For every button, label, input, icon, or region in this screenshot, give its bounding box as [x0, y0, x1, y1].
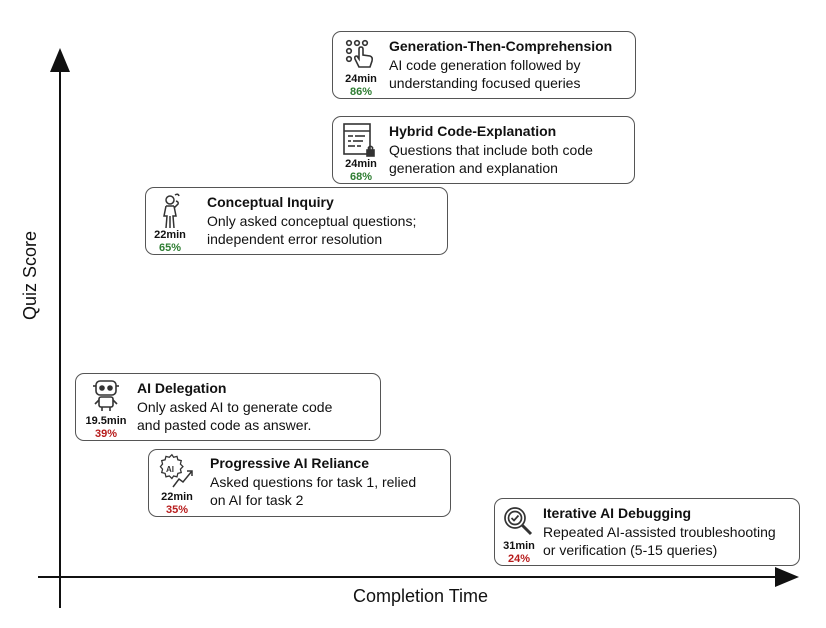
card-conceptual-inquiry: 22min 65% Conceptual Inquiry Only asked … [145, 187, 448, 255]
card-title: Progressive AI Reliance [210, 455, 370, 471]
card-generation-then-comprehension: 24min 86% Generation-Then-Comprehension … [332, 31, 636, 99]
card-title: Conceptual Inquiry [207, 194, 334, 210]
x-axis-label: Completion Time [353, 586, 489, 606]
completion-time: 31min [503, 540, 535, 552]
y-axis-label: Quiz Score [20, 230, 40, 320]
card-iterative-ai-debugging: 31min 24% Iterative AI Debugging Repeate… [494, 498, 800, 566]
robot-icon [93, 380, 119, 411]
card-ai-delegation: 19.5min 39% AI Delegation Only asked AI … [75, 373, 381, 441]
completion-time: 22min [154, 229, 186, 241]
card-description-line-1: Repeated AI-assisted troubleshooting [543, 524, 776, 540]
card-progressive-ai-reliance: AI 22min 35% Progressive AI Reliance Ask… [148, 449, 451, 517]
pointer-hand-grid-icon [345, 39, 374, 68]
completion-time: 24min [345, 158, 377, 170]
completion-time: 19.5min [85, 415, 127, 427]
card-description-line-2: independent error resolution [207, 231, 383, 247]
quiz-score: 86% [349, 86, 373, 98]
card-hybrid-code-explanation: 24min 68% Hybrid Code-Explanation Questi… [332, 116, 635, 184]
card-description-line-1: Asked questions for task 1, relied [210, 474, 417, 490]
card-description-line-2: generation and explanation [389, 160, 558, 176]
thinking-person-icon [163, 193, 180, 229]
quiz-score: 65% [158, 242, 182, 254]
card-description-line-1: Only asked conceptual questions; [207, 213, 417, 229]
card-description-line-1: Questions that include both code [389, 142, 593, 158]
ai-trend-icon: AI [159, 453, 193, 488]
card-title: Hybrid Code-Explanation [389, 123, 557, 139]
card-title: AI Delegation [137, 380, 227, 396]
card-description-line-2: understanding focused queries [389, 75, 581, 91]
quiz-score: 39% [94, 428, 118, 440]
card-description-line-2: on AI for task 2 [210, 492, 304, 508]
quiz-score: 68% [349, 171, 373, 183]
quiz-score: 35% [165, 504, 189, 516]
card-description-line-1: AI code generation followed by [389, 57, 581, 73]
card-title: Iterative AI Debugging [543, 505, 692, 521]
magnifier-check-icon [504, 507, 533, 536]
quiz-score: 24% [507, 553, 531, 565]
completion-time: 24min [345, 73, 377, 85]
svg-text:AI: AI [166, 465, 174, 474]
card-description-line-1: Only asked AI to generate code [137, 399, 333, 415]
code-document-icon [343, 123, 375, 157]
card-description-line-2: and pasted code as answer. [137, 417, 312, 433]
card-description-line-2: or verification (5-15 queries) [543, 542, 718, 558]
completion-time: 22min [161, 491, 193, 503]
card-title: Generation-Then-Comprehension [389, 38, 613, 54]
